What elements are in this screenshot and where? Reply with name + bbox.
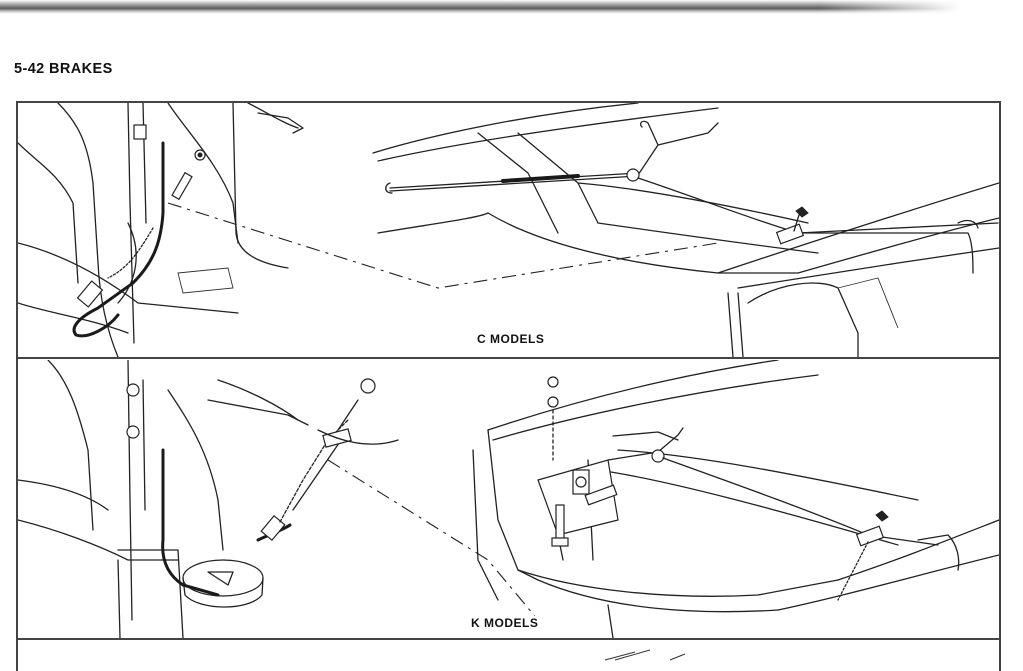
header-rule: [0, 0, 960, 14]
panel-divider-1: [16, 357, 1001, 359]
c-leader-line: [167, 202, 719, 289]
k-models-caption: K MODELS: [468, 616, 542, 630]
panel-divider-2: [16, 638, 1001, 640]
c-models-caption: C MODELS: [474, 332, 548, 346]
figure-frame: [16, 101, 1001, 671]
k-leader-line: [327, 459, 539, 621]
k-models-illustration: [18, 360, 999, 638]
c-models-wheel-assembly: [18, 103, 304, 357]
c-models-frame-rail: [372, 103, 999, 357]
c-models-illustration: [18, 103, 999, 357]
k-models-wheel-assembly: [18, 360, 399, 638]
c-adjusting-nut: [775, 223, 805, 245]
k-models-frame-rail: [472, 360, 999, 638]
next-figure-fragment: [604, 649, 686, 661]
bleeder-fitting: [133, 124, 147, 140]
page-heading: 5-42 BRAKES: [14, 61, 113, 77]
k-adjusting-nut: [855, 525, 885, 547]
header-rule-fade: [820, 0, 960, 14]
